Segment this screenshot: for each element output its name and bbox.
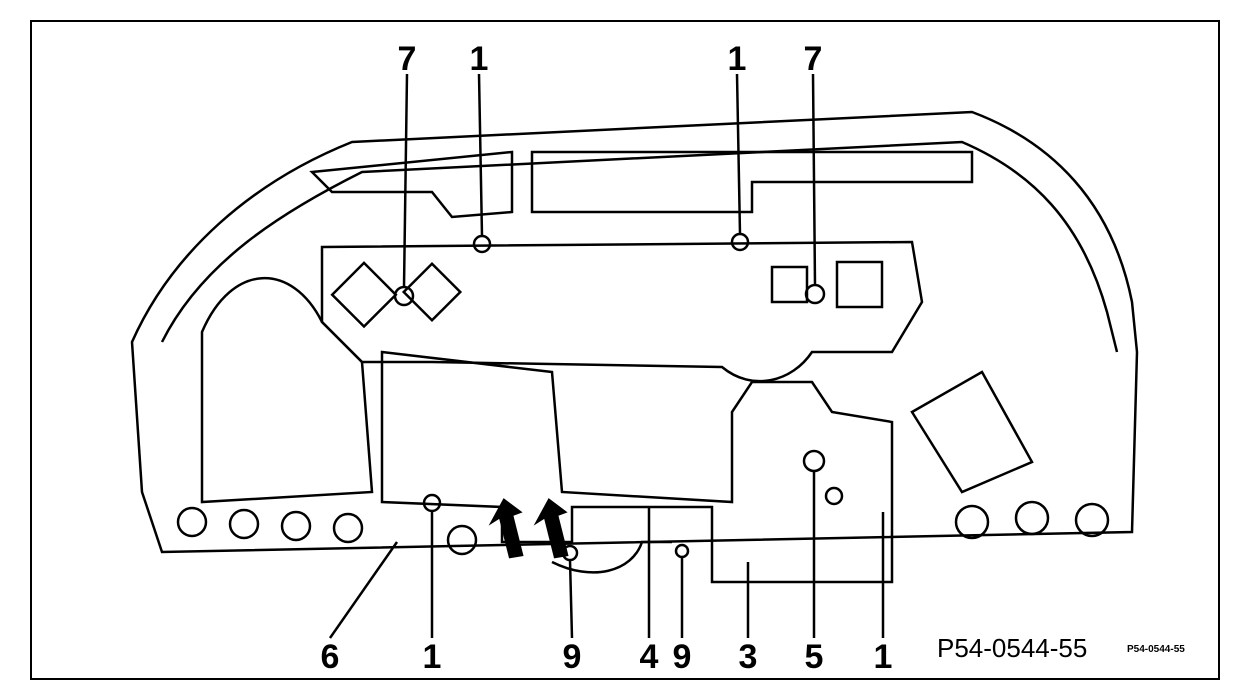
callout-bottom-6: 6 [320,638,340,676]
circuit-plate [380,350,894,584]
display-window-right [530,150,974,214]
bulb-socket [1014,500,1050,536]
bulb-socket [280,510,312,542]
callout-bottom-3: 3 [738,638,758,676]
gauge-bar [320,240,924,383]
bulb-socket [332,512,364,544]
figure-id-small: P54-0544-55 [1127,644,1185,655]
bulb-socket [954,504,990,540]
cluster-housing-outline [130,110,1139,554]
screw [804,283,826,305]
screw [730,232,750,252]
callout-bottom-1-right: 1 [873,638,893,676]
leader-line [328,541,399,639]
callout-bottom-9-left: 9 [562,638,582,676]
callout-bottom-5: 5 [804,638,824,676]
arrow [533,498,569,559]
bulb-socket [176,506,208,538]
leader-line [477,73,484,237]
callout-top-7-right: 7 [803,40,823,78]
bulb-socket [446,524,478,556]
bulb-socket [1074,502,1110,538]
screw [824,486,844,506]
display-window [309,150,514,219]
right-display-module [910,370,1034,494]
left-gauge-socket-b [401,261,463,323]
callout-top-1-right: 1 [727,40,747,78]
leader-line [568,559,574,639]
leader-line [735,73,742,235]
screw [674,543,690,559]
cluster-housing-inner [160,140,1119,353]
screw [472,234,492,254]
callout-bottom-4: 4 [639,638,659,676]
left-gauge-socket-a [330,261,398,329]
right-gauge-socket-a [770,265,809,304]
left-gauge-block [200,276,374,504]
callout-bottom-9-right: 9 [672,638,692,676]
callout-top-7-left: 7 [397,40,417,78]
callout-bottom-1-left: 1 [422,638,442,676]
leader-line [402,73,409,288]
right-gauge-socket-b [835,260,884,309]
screw [393,285,415,307]
screw [802,449,826,473]
instrument-cluster-drawing [130,73,1139,639]
bulb-socket [228,508,260,540]
leader-line [811,73,817,286]
callout-top-1-left: 1 [469,40,489,78]
arrow [488,498,524,559]
figure-id: P54-0544-55 [937,633,1088,663]
figure-frame: 7 1 1 7 6 1 9 4 9 3 5 1 P54-0544-55 P54-… [30,20,1220,680]
ribbon-connector [551,540,672,574]
